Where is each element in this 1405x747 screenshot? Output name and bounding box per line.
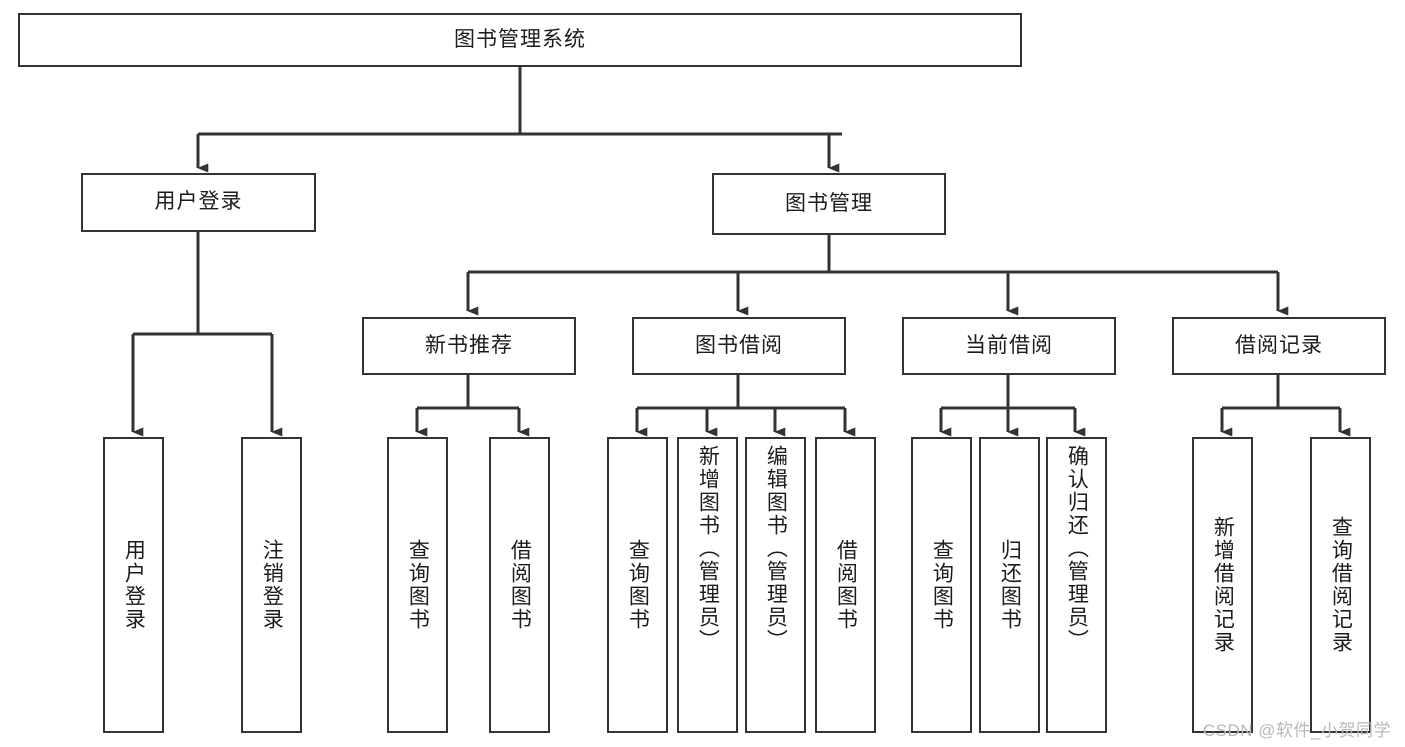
node-user-login-label: 用户登录 — [154, 190, 243, 214]
leaf-add-book-label: 新增图书（管理员） — [696, 445, 720, 652]
node-root-label: 图书管理系统 — [454, 27, 586, 51]
node-current-borrow[interactable]: 当前借阅 — [902, 317, 1116, 375]
leaf-user-login-label: 用户登录 — [122, 539, 146, 631]
node-book-manage-label: 图书管理 — [785, 191, 873, 215]
leaf-edit-book-label: 编辑图书（管理员） — [764, 445, 788, 652]
leaf-confirm-return[interactable]: 确认归还（管理员） — [1046, 437, 1107, 733]
node-new-book-rec-label: 新书推荐 — [425, 333, 513, 357]
leaf-borrow-book-2[interactable]: 借阅图书 — [815, 437, 876, 733]
node-borrow-record[interactable]: 借阅记录 — [1172, 317, 1386, 375]
leaf-return-book[interactable]: 归还图书 — [979, 437, 1040, 733]
leaf-confirm-return-label: 确认归还（管理员） — [1065, 445, 1089, 652]
leaf-user-login[interactable]: 用户登录 — [103, 437, 164, 733]
leaf-add-record-label: 新增借阅记录 — [1211, 516, 1235, 654]
leaf-query-book-2-label: 查询图书 — [626, 539, 650, 631]
leaf-query-book-3-label: 查询图书 — [930, 539, 954, 631]
leaf-query-book-2[interactable]: 查询图书 — [607, 437, 668, 733]
node-new-book-rec[interactable]: 新书推荐 — [362, 317, 576, 375]
leaf-edit-book[interactable]: 编辑图书（管理员） — [745, 437, 806, 733]
leaf-borrow-book-1[interactable]: 借阅图书 — [489, 437, 550, 733]
node-user-login[interactable]: 用户登录 — [81, 173, 316, 232]
node-current-borrow-label: 当前借阅 — [965, 333, 1053, 357]
node-book-borrow[interactable]: 图书借阅 — [632, 317, 846, 375]
leaf-borrow-book-2-label: 借阅图书 — [834, 539, 858, 631]
leaf-user-logout-label: 注销登录 — [260, 539, 284, 631]
leaf-add-book[interactable]: 新增图书（管理员） — [677, 437, 738, 733]
leaf-query-record-label: 查询借阅记录 — [1329, 516, 1353, 654]
leaf-query-record[interactable]: 查询借阅记录 — [1310, 437, 1371, 733]
leaf-add-record[interactable]: 新增借阅记录 — [1192, 437, 1253, 733]
leaf-borrow-book-1-label: 借阅图书 — [508, 539, 532, 631]
leaf-user-logout[interactable]: 注销登录 — [241, 437, 302, 733]
leaf-query-book-1-label: 查询图书 — [406, 539, 430, 631]
node-borrow-record-label: 借阅记录 — [1235, 333, 1323, 357]
node-book-borrow-label: 图书借阅 — [695, 333, 783, 357]
leaf-return-book-label: 归还图书 — [998, 539, 1022, 631]
node-root[interactable]: 图书管理系统 — [18, 13, 1022, 67]
node-book-manage[interactable]: 图书管理 — [712, 173, 946, 235]
leaf-query-book-1[interactable]: 查询图书 — [387, 437, 448, 733]
leaf-query-book-3[interactable]: 查询图书 — [911, 437, 972, 733]
csdn-watermark: CSDN @软件_小贺同学 — [1202, 721, 1391, 740]
